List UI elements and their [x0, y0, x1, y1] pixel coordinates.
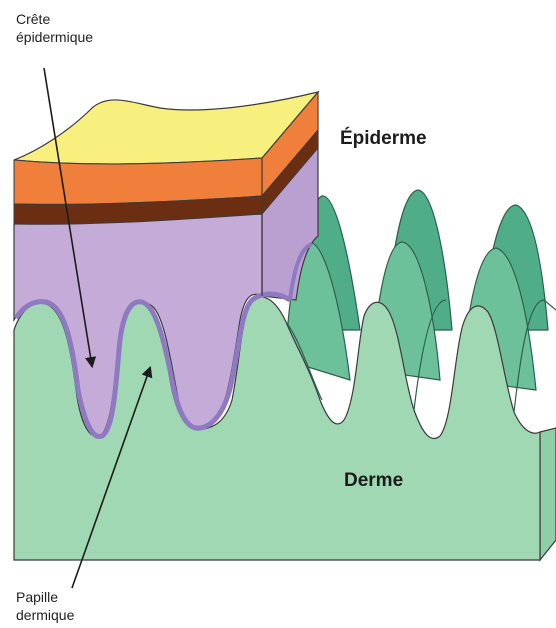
dermis-side-face	[540, 428, 556, 560]
epidermal-ridge-label: Crête épidermique	[16, 10, 93, 46]
dermal-papilla-label-line1: Papille	[16, 588, 74, 606]
epidermis-label: Épiderme	[340, 128, 427, 150]
stratum-orange	[14, 158, 262, 204]
dermal-papilla-label-line2: dermique	[16, 606, 74, 624]
dermis-label: Derme	[344, 470, 403, 492]
epidermal-ridge-label-line1: Crête	[16, 10, 93, 28]
epidermal-ridge-label-line2: épidermique	[16, 28, 93, 46]
dermal-papilla-label: Papille dermique	[16, 588, 74, 624]
